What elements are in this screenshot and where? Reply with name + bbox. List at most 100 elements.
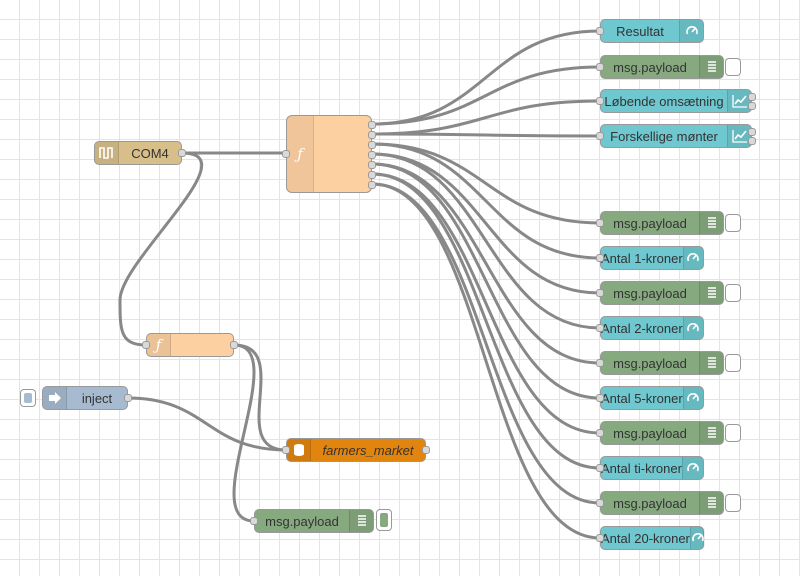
gauge-input-port[interactable]	[596, 394, 604, 402]
database-input-port[interactable]	[282, 446, 290, 454]
chart-input-port[interactable]	[596, 132, 604, 140]
gauge-input-port[interactable]	[596, 27, 604, 35]
function-main-output-port[interactable]	[368, 171, 376, 179]
gauge-icon	[679, 20, 703, 42]
wire	[232, 343, 256, 523]
function-db-node[interactable]: ƒ	[142, 333, 238, 357]
debug-node[interactable]: msg.payload	[596, 421, 724, 445]
inject-node[interactable]: inject	[42, 386, 132, 410]
serial-in-node[interactable]: COM4	[94, 141, 186, 165]
chart-node[interactable]: Løbende omsætning	[596, 89, 756, 113]
debug-input-port[interactable]	[596, 63, 604, 71]
function-main-output-port[interactable]	[368, 161, 376, 169]
chart-output-port[interactable]	[748, 93, 756, 101]
debug-node[interactable]: msg.payload	[596, 281, 724, 305]
debug-bottom-label: msg.payload	[265, 513, 339, 529]
gauge-node[interactable]: Antal 2-kroner	[596, 316, 704, 340]
database-output-port[interactable]	[422, 446, 430, 454]
gauge-icon	[681, 457, 703, 479]
inject-label: inject	[81, 390, 113, 406]
gauge-input-port[interactable]	[596, 534, 604, 542]
chart-input-port[interactable]	[596, 97, 604, 105]
debug-toggle[interactable]	[725, 424, 741, 442]
wire	[370, 172, 602, 435]
debug-toggle[interactable]	[725, 58, 741, 76]
debug-bottom-toggle[interactable]	[376, 509, 392, 531]
debug-list-icon	[699, 282, 723, 304]
gauge-node[interactable]: Antal ti-kroner	[596, 456, 704, 480]
debug-input-port[interactable]	[596, 289, 604, 297]
debug-input-port[interactable]	[596, 219, 604, 227]
debug-toggle[interactable]	[725, 214, 741, 232]
function-main-output-port[interactable]	[368, 181, 376, 189]
gauge-input-port[interactable]	[596, 324, 604, 332]
wire	[126, 396, 288, 452]
inject-button[interactable]	[20, 389, 36, 407]
debug-node[interactable]: msg.payload	[596, 491, 724, 515]
gauge-input-port[interactable]	[596, 254, 604, 262]
wire	[370, 152, 602, 330]
debug-bottom-node[interactable]: msg.payload	[250, 509, 374, 533]
debug-list-icon	[699, 492, 723, 514]
wire	[370, 172, 602, 470]
function-main-input-port[interactable]	[282, 150, 290, 158]
gauge-icon	[682, 247, 703, 269]
debug-label: msg.payload	[613, 285, 687, 301]
wire	[370, 152, 602, 295]
database-label: farmers_market	[322, 442, 414, 458]
gauge-node[interactable]: Resultat	[596, 19, 704, 43]
database-node[interactable]: farmers_market	[282, 438, 430, 462]
gauge-label: Resultat	[616, 23, 664, 39]
database-icon	[287, 439, 311, 461]
debug-list-icon	[699, 212, 723, 234]
gauge-node[interactable]: Antal 5-kroner	[596, 386, 704, 410]
gauge-node[interactable]: Antal 20-kroner	[596, 526, 705, 550]
debug-node[interactable]: msg.payload	[596, 351, 724, 375]
wire	[118, 151, 203, 347]
chart-output-port[interactable]	[748, 137, 756, 145]
debug-label: msg.payload	[613, 495, 687, 511]
gauge-input-port[interactable]	[596, 464, 604, 472]
function-main-output-port[interactable]	[368, 131, 376, 139]
serial-wave-icon	[95, 142, 119, 164]
function-db-input-port[interactable]	[142, 341, 150, 349]
gauge-icon	[682, 387, 703, 409]
debug-node[interactable]: msg.payload	[596, 55, 724, 79]
debug-list-icon	[349, 510, 373, 532]
gauge-label: Antal 20-kroner	[601, 530, 690, 546]
debug-input-port[interactable]	[596, 499, 604, 507]
debug-node[interactable]: msg.payload	[596, 211, 724, 235]
chart-icon	[727, 125, 751, 147]
debug-input-port[interactable]	[596, 359, 604, 367]
wire	[370, 132, 602, 138]
debug-toggle[interactable]	[725, 354, 741, 372]
function-main-output-port[interactable]	[368, 151, 376, 159]
debug-bottom-input-port[interactable]	[250, 517, 258, 525]
serial-in-output-port[interactable]	[178, 149, 186, 157]
debug-toggle[interactable]	[725, 494, 741, 512]
function-main-output-port[interactable]	[368, 141, 376, 149]
wire	[370, 162, 602, 400]
wire	[370, 182, 602, 540]
function-main-node[interactable]: ƒ	[282, 115, 376, 193]
inject-output-port[interactable]	[124, 394, 132, 402]
debug-list-icon	[699, 422, 723, 444]
chart-icon	[727, 90, 751, 112]
gauge-node[interactable]: Antal 1-kroner	[596, 246, 704, 270]
gauge-label: Antal ti-kroner	[601, 460, 682, 476]
debug-label: msg.payload	[613, 425, 687, 441]
chart-output-port[interactable]	[748, 102, 756, 110]
function-db-output-port[interactable]	[230, 341, 238, 349]
chart-output-port[interactable]	[748, 128, 756, 136]
serial-in-label: COM4	[131, 145, 169, 161]
debug-input-port[interactable]	[596, 429, 604, 437]
gauge-icon	[689, 527, 705, 549]
chart-node[interactable]: Forskellige mønter	[596, 124, 756, 148]
function-main-output-port[interactable]	[368, 121, 376, 129]
wire	[370, 99, 602, 136]
debug-label: msg.payload	[613, 355, 687, 371]
debug-toggle[interactable]	[725, 284, 741, 302]
debug-list-icon	[699, 352, 723, 374]
